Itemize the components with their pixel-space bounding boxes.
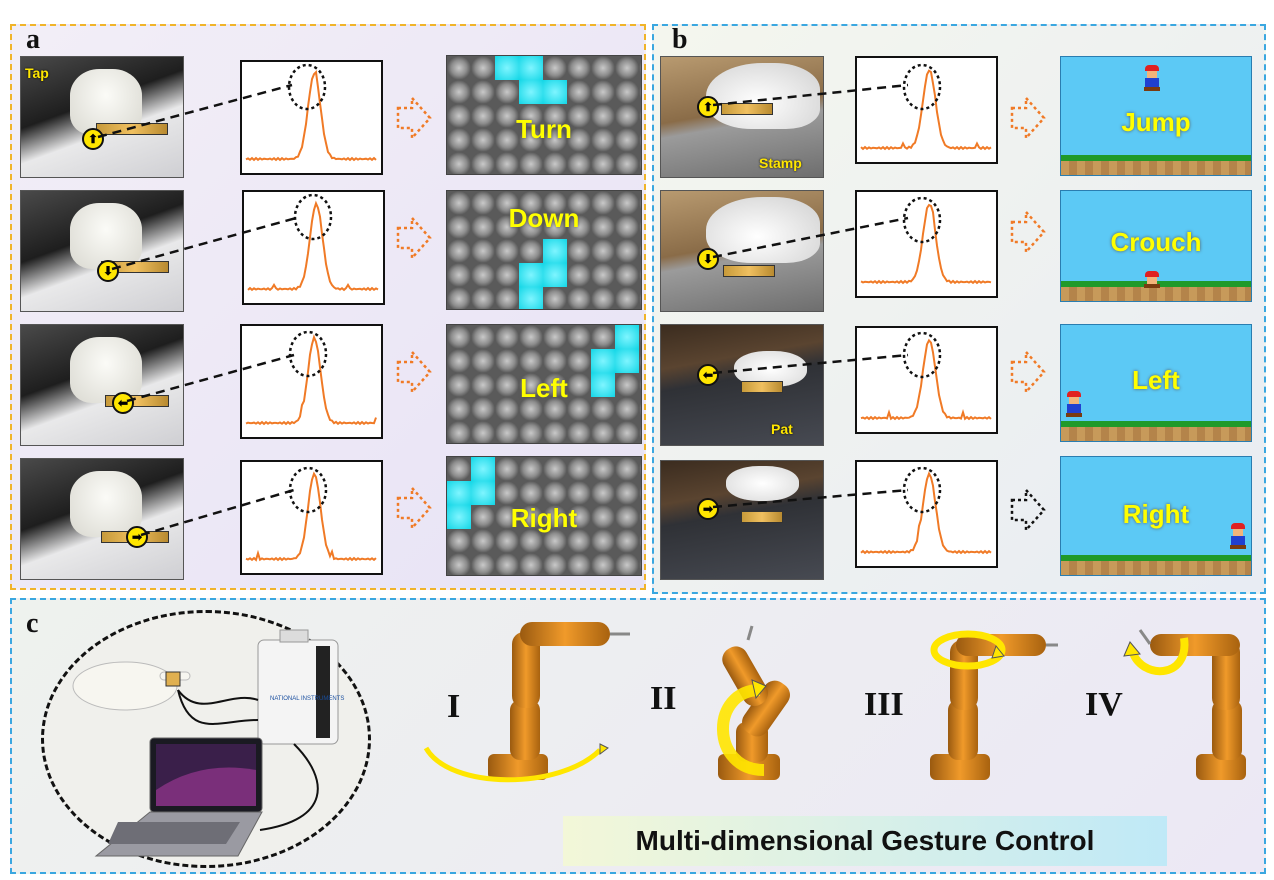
panel-letter-b: b	[672, 24, 688, 55]
tetris-tile-down: Down	[446, 190, 642, 310]
tetromino-cell	[543, 263, 567, 287]
signal-line	[245, 334, 377, 426]
tap-photo-up: Tap	[20, 56, 184, 178]
command-label: Left	[520, 373, 568, 403]
signal-curve	[245, 471, 377, 562]
signal-plot	[855, 460, 998, 568]
tetromino-cell	[591, 349, 615, 373]
game-tile-crouch: Crouch	[1060, 190, 1252, 302]
signal-line	[860, 69, 992, 151]
tetromino-cell	[519, 263, 543, 287]
signal-plot	[855, 56, 998, 164]
panel-letter-c: c	[26, 608, 39, 639]
signal-curve	[247, 200, 379, 292]
command-label: Right	[510, 503, 578, 533]
tetromino-cell	[495, 56, 519, 80]
command-label: Jump	[1121, 107, 1191, 137]
tetromino-cell	[471, 457, 495, 481]
tap-photo-down	[20, 190, 184, 312]
arrow-left-icon: ⬅	[697, 364, 719, 386]
tetromino-cell	[447, 481, 471, 505]
command-label: Crouch	[1110, 227, 1202, 257]
signal-line	[245, 70, 377, 162]
tetromino-cell	[519, 287, 543, 309]
signal-plot	[855, 326, 998, 434]
signal-curve	[860, 203, 992, 285]
signal-curve	[860, 69, 992, 151]
game-tile-jump: Jump	[1060, 56, 1252, 176]
stamp-photo-up: Stamp	[660, 56, 824, 178]
tetris-tile-left: Left	[446, 324, 642, 444]
arrow-down-icon: ⬇	[697, 248, 719, 270]
panel-letter-a: a	[26, 24, 40, 55]
tetris-tile-turn: Turn	[446, 55, 642, 175]
tetromino-cell	[615, 349, 639, 373]
signal-line	[245, 471, 377, 562]
tetromino-cell	[519, 56, 543, 80]
tap-photo-left	[20, 324, 184, 446]
tetromino-cell	[471, 481, 495, 505]
tetromino-cell	[615, 325, 639, 349]
signal-plot	[240, 60, 383, 175]
mode-label-2: II	[650, 680, 677, 717]
signal-line	[860, 338, 992, 421]
game-tile-right: Right	[1060, 456, 1252, 576]
mode-label-3: III	[864, 686, 904, 723]
arrow-left-icon: ⬅	[112, 392, 134, 414]
tap-photo-right	[20, 458, 184, 580]
tap-label: Tap	[25, 65, 49, 81]
tetromino-cell	[543, 80, 567, 104]
arrow-up-icon: ⬆	[82, 128, 104, 150]
mario-sprite	[1143, 65, 1161, 91]
command-label: Right	[1122, 499, 1190, 529]
pat-photo-left: Pat	[660, 324, 824, 446]
signal-line	[860, 203, 992, 285]
arrow-down-icon: ⬇	[97, 260, 119, 282]
tetris-tile-right: Right	[446, 456, 642, 576]
signal-plot	[242, 190, 385, 305]
mario-sprite	[1229, 523, 1247, 549]
command-label: Turn	[516, 114, 572, 144]
mode-label-4: IV	[1085, 686, 1123, 723]
signal-plot	[855, 190, 998, 298]
signal-plot	[240, 460, 383, 575]
arrow-right-icon: ➡	[126, 526, 148, 548]
game-tile-left: Left	[1060, 324, 1252, 442]
signal-curve	[245, 70, 377, 162]
arrow-right-icon: ➡	[697, 498, 719, 520]
command-label: Left	[1132, 365, 1180, 395]
pat-label: Pat	[771, 421, 793, 437]
arrow-up-icon: ⬆	[697, 96, 719, 118]
tetromino-cell	[543, 239, 567, 263]
signal-line	[247, 200, 379, 292]
tetromino-cell	[591, 373, 615, 397]
stamp-label: Stamp	[759, 155, 802, 171]
signal-line	[860, 471, 992, 555]
stamp-photo-down	[660, 190, 824, 312]
command-label: Down	[508, 203, 580, 233]
setup-oval	[41, 610, 371, 868]
tetromino-cell	[447, 505, 471, 529]
signal-curve	[860, 471, 992, 555]
signal-curve	[245, 334, 377, 426]
mario-sprite	[1143, 271, 1161, 289]
mario-sprite	[1065, 391, 1083, 417]
gesture-control-caption: Multi-dimensional Gesture Control	[563, 816, 1167, 866]
pat-photo-right	[660, 460, 824, 580]
signal-plot	[240, 324, 383, 439]
signal-curve	[860, 338, 992, 421]
mode-label-1: I	[447, 688, 461, 725]
tetromino-cell	[519, 80, 543, 104]
